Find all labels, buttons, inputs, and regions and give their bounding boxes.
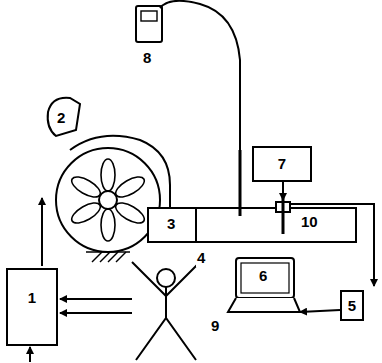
instrument-box: 7 [252,146,312,182]
callout-number: 4 [196,250,206,267]
instrument-box: 1 [6,268,58,346]
callout-number: 1 [28,290,36,307]
callout-number: 3 [166,216,176,233]
callout-number: 6 [258,268,268,285]
callout-number: 2 [56,110,66,127]
callout-number: 7 [278,156,286,173]
callout-number: 9 [210,318,220,335]
instrument-box: 5 [340,290,364,321]
callout-number: 8 [142,50,152,67]
callout-number: 5 [348,298,356,315]
callout-number: 10 [300,214,319,231]
